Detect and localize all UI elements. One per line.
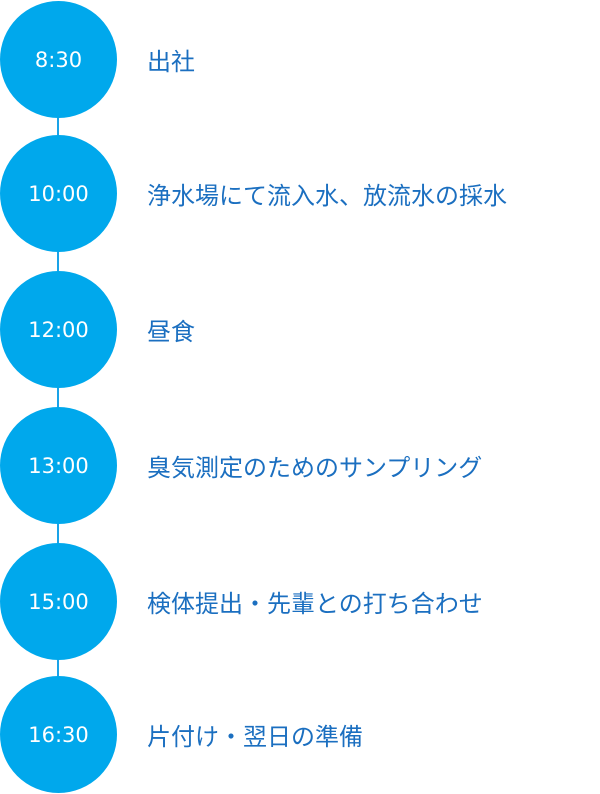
time-circle: 16:30 [0,676,117,793]
timeline-entry-1300: 13:00 臭気測定のためのサンプリング [0,407,600,525]
timeline-entry-0830: 8:30 出社 [0,1,600,119]
timeline-entry-1500: 15:00 検体提出・先輩との打ち合わせ [0,543,600,661]
timeline-entry-1630: 16:30 片付け・翌日の準備 [0,676,600,794]
time-label: 8:30 [34,47,83,72]
time-circle: 10:00 [0,135,117,252]
activity-label: 検体提出・先輩との打ち合わせ [147,590,483,618]
timeline-entry-1200: 12:00 昼食 [0,271,600,389]
timeline-connector-line [57,60,59,732]
time-label: 10:00 [28,181,89,206]
activity-label: 昼食 [147,318,195,346]
time-label: 15:00 [28,589,89,614]
time-circle: 12:00 [0,271,117,388]
activity-label: 浄水場にて流入水、放流水の採水 [147,182,507,210]
activity-label: 臭気測定のためのサンプリング [147,454,483,482]
activity-label: 片付け・翌日の準備 [147,723,363,751]
time-circle: 13:00 [0,407,117,524]
timeline-entry-1000: 10:00 浄水場にて流入水、放流水の採水 [0,135,600,253]
time-circle: 15:00 [0,543,117,660]
time-label: 13:00 [28,453,89,478]
time-circle: 8:30 [0,1,117,118]
activity-label: 出社 [147,48,195,76]
time-label: 16:30 [28,722,89,747]
time-label: 12:00 [28,317,89,342]
